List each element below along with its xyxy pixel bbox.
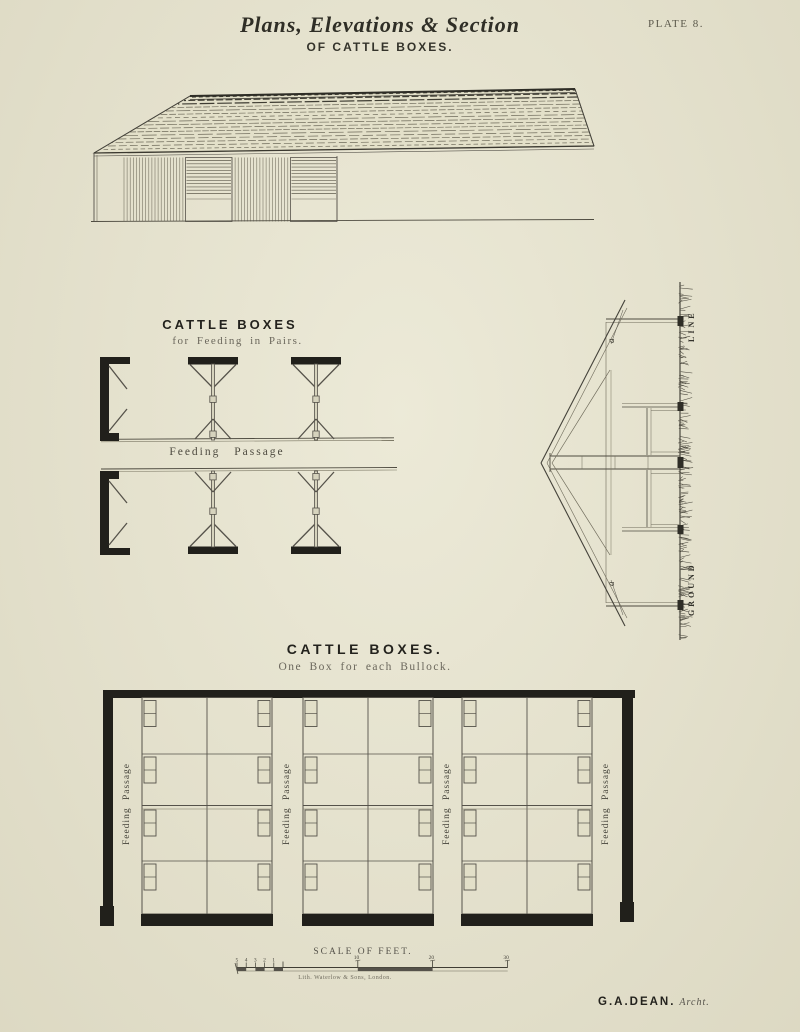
right-wall-foot <box>620 902 634 922</box>
scale-sub-tick-label: 5 <box>236 958 239 964</box>
feed-trough-left <box>646 470 680 527</box>
manger <box>257 809 271 837</box>
right-wall <box>622 690 633 914</box>
section-roof-right-slope <box>540 299 626 464</box>
box-blocks <box>141 697 593 926</box>
manger <box>463 700 477 727</box>
pairs-plan <box>100 357 398 555</box>
passage-rail-top-a <box>100 437 395 440</box>
plate-title: Plans, Elevations & Section <box>239 12 521 37</box>
stall-post-units <box>188 357 341 554</box>
roof-ridge-line <box>189 92 576 100</box>
manger <box>304 756 318 784</box>
section-rafter-right <box>546 307 628 464</box>
manger <box>418 863 432 891</box>
single-plan-subheading: One Box for each Bullock. <box>278 661 452 673</box>
eaves-fascia <box>93 145 595 154</box>
passage-rail-bottom-a <box>100 467 398 470</box>
manger <box>304 700 318 727</box>
manger <box>577 756 591 784</box>
manger <box>418 809 432 837</box>
pairs-feeding-passage-label: Feeding Passage <box>169 446 285 458</box>
pairs-plan-subheading: for Feeding in Pairs. <box>172 335 303 347</box>
manger <box>143 863 157 891</box>
section-rafter-left <box>546 462 628 619</box>
feeding-passage-label-3: Feeding Passage <box>442 762 452 846</box>
scale-major-tick-label: 20 <box>429 955 435 961</box>
manger <box>577 700 591 727</box>
plate-subtitle: OF CATTLE BOXES. <box>306 40 454 54</box>
scale-sub-tick-label: 1 <box>272 958 275 964</box>
manger <box>143 700 157 727</box>
manger <box>257 756 271 784</box>
padstone-feet <box>677 316 684 610</box>
leader-a-left <box>610 579 624 616</box>
pairs-plan-heading: CATTLE BOXES <box>162 317 298 332</box>
section-roof-left-slope <box>540 462 626 627</box>
louvered-doors <box>185 157 338 222</box>
building-elevation <box>90 88 595 222</box>
leader-a-right <box>610 309 624 345</box>
box-block <box>461 697 593 926</box>
manger <box>418 756 432 784</box>
architect-role: Archt. <box>679 997 710 1008</box>
manger <box>463 863 477 891</box>
end-wall-bracket-top <box>100 357 130 441</box>
end-wall-bracket-bottom <box>100 471 130 555</box>
scale-sub-tick-label: 3 <box>254 958 257 964</box>
scale-sub-tick-label: 2 <box>263 958 266 964</box>
plate-number: PLATE 8. <box>648 18 704 30</box>
scale-title: SCALE OF FEET. <box>313 947 413 957</box>
plank-wall <box>123 156 338 222</box>
manger <box>463 756 477 784</box>
eaves-fascia-line <box>93 148 595 157</box>
eave-label-a-right: a <box>606 338 616 343</box>
manger <box>304 863 318 891</box>
manger <box>257 700 271 727</box>
feed-trough-right <box>646 408 680 455</box>
eave-label-a-left: a <box>606 581 616 586</box>
scale-sub-tick-label: 4 <box>245 958 248 964</box>
scale-major-tick-label: 30 <box>503 955 509 961</box>
top-wall <box>103 690 635 698</box>
ground-label: GROUND <box>687 562 696 616</box>
line-label: LINE <box>687 310 696 342</box>
manger <box>257 863 271 891</box>
scale-major-tick-label: 10 <box>354 955 360 961</box>
roof-ridge <box>189 88 576 97</box>
lithographer-credit: Lith. Waterlow & Sons, London. <box>298 975 392 981</box>
roof-strut-left <box>551 462 611 556</box>
passage-rail-top-b <box>100 439 395 443</box>
manger <box>143 809 157 837</box>
outer-walls <box>100 690 635 926</box>
manger <box>304 809 318 837</box>
ground-line-elevation <box>90 219 595 222</box>
architect-name: G.A.DEAN. <box>598 996 676 1008</box>
box-block <box>302 697 434 926</box>
single-boxes-plan <box>100 690 635 926</box>
left-wall-foot <box>100 906 114 926</box>
box-block <box>141 697 273 926</box>
roof-right-edge <box>574 88 595 147</box>
single-plan-heading: CATTLE BOXES. <box>286 641 444 657</box>
cross-section: a a GROUND LINE <box>540 282 696 640</box>
roof-left-edge <box>93 95 191 154</box>
roof-strut-right <box>551 369 611 464</box>
feeding-passage-label-4: Feeding Passage <box>601 762 611 846</box>
manger <box>577 809 591 837</box>
manger <box>463 809 477 837</box>
feeding-passage-label-2: Feeding Passage <box>282 762 292 846</box>
passage-rail-bottom-b <box>100 469 398 472</box>
architect-signature: G.A.DEAN. Archt. <box>598 992 710 1010</box>
manger <box>143 756 157 784</box>
manger <box>577 863 591 891</box>
manger <box>418 700 432 727</box>
feeding-passage-label-1: Feeding Passage <box>122 762 132 846</box>
left-wall <box>103 690 113 918</box>
